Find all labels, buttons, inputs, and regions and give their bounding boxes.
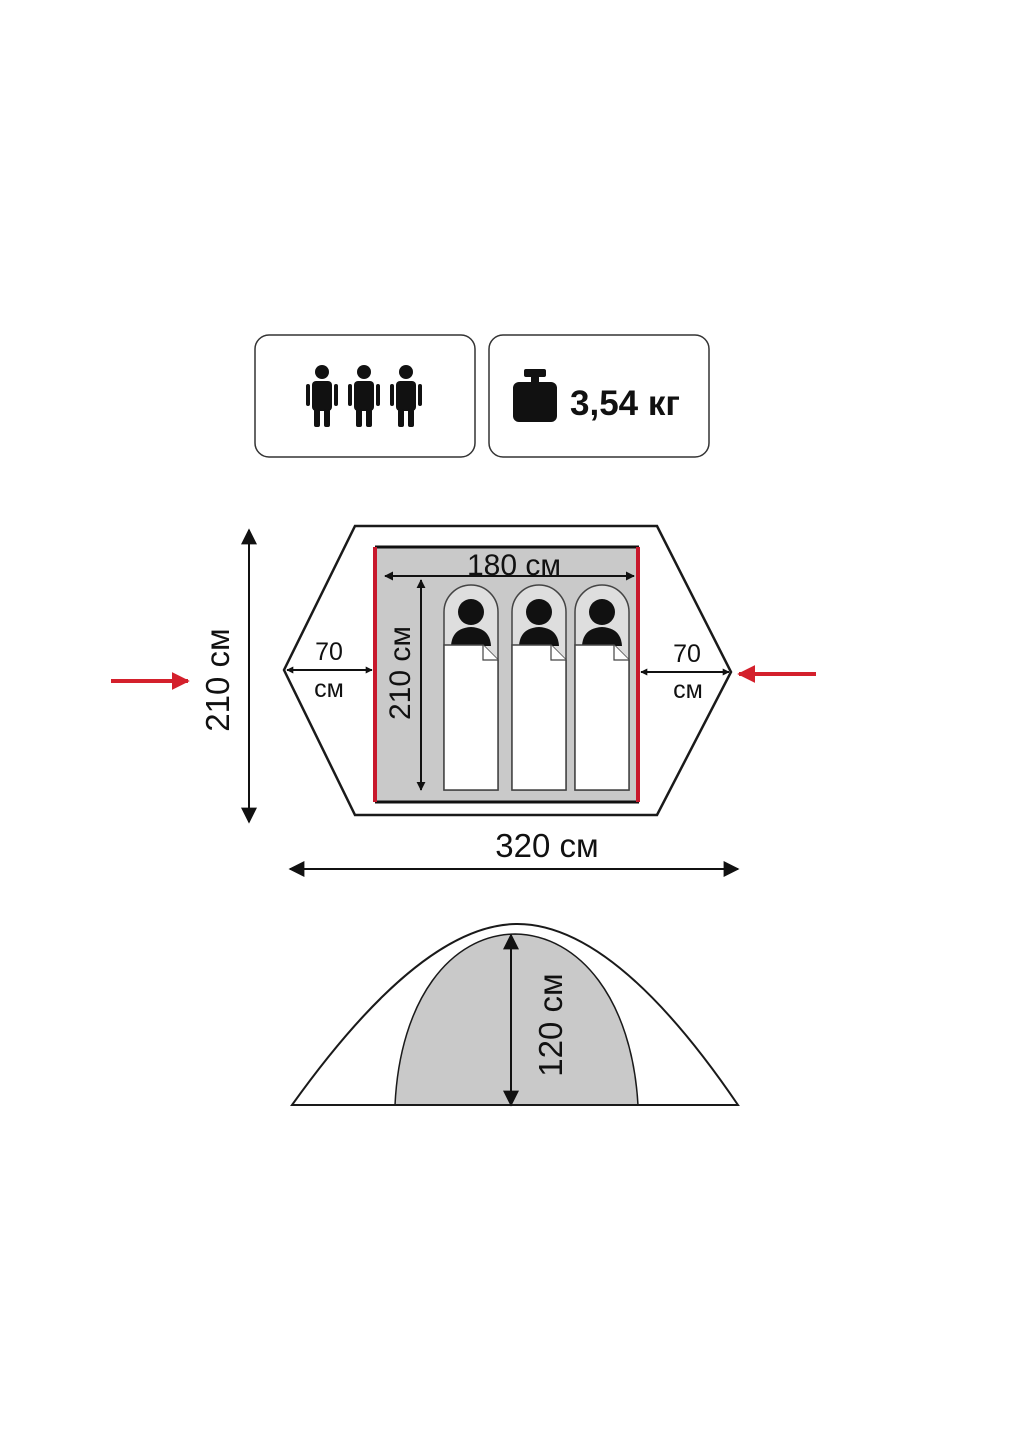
left-vestibule-value: 70 [315, 638, 343, 666]
person-head-icon [451, 599, 491, 646]
sleeping-place-1 [443, 584, 499, 791]
left-vestibule-unit: см [314, 675, 344, 703]
person-head-icon [582, 599, 622, 646]
three-persons-icon [306, 365, 422, 427]
total-length-label: 210 см [199, 628, 236, 731]
weight-icon [513, 369, 557, 422]
inner-width-label: 180 см [467, 549, 561, 582]
floor-plan: 180 см 210 см 70 см 70 см 210 см 320 см [111, 524, 816, 877]
capacity-box [254, 334, 476, 458]
right-vestibule-value: 70 [673, 640, 701, 668]
inner-length-label: 210 см [384, 626, 417, 720]
total-width-label: 320 см [495, 827, 598, 864]
person-head-icon [519, 599, 559, 646]
height-label: 120 см [532, 973, 569, 1076]
sleeping-place-3 [574, 584, 630, 791]
sleeping-place-2 [511, 584, 567, 791]
weight-box: 3,54 кг [488, 334, 710, 458]
side-view: 120 см [290, 922, 740, 1107]
weight-label: 3,54 кг [570, 384, 680, 423]
right-vestibule-unit: см [673, 676, 703, 704]
